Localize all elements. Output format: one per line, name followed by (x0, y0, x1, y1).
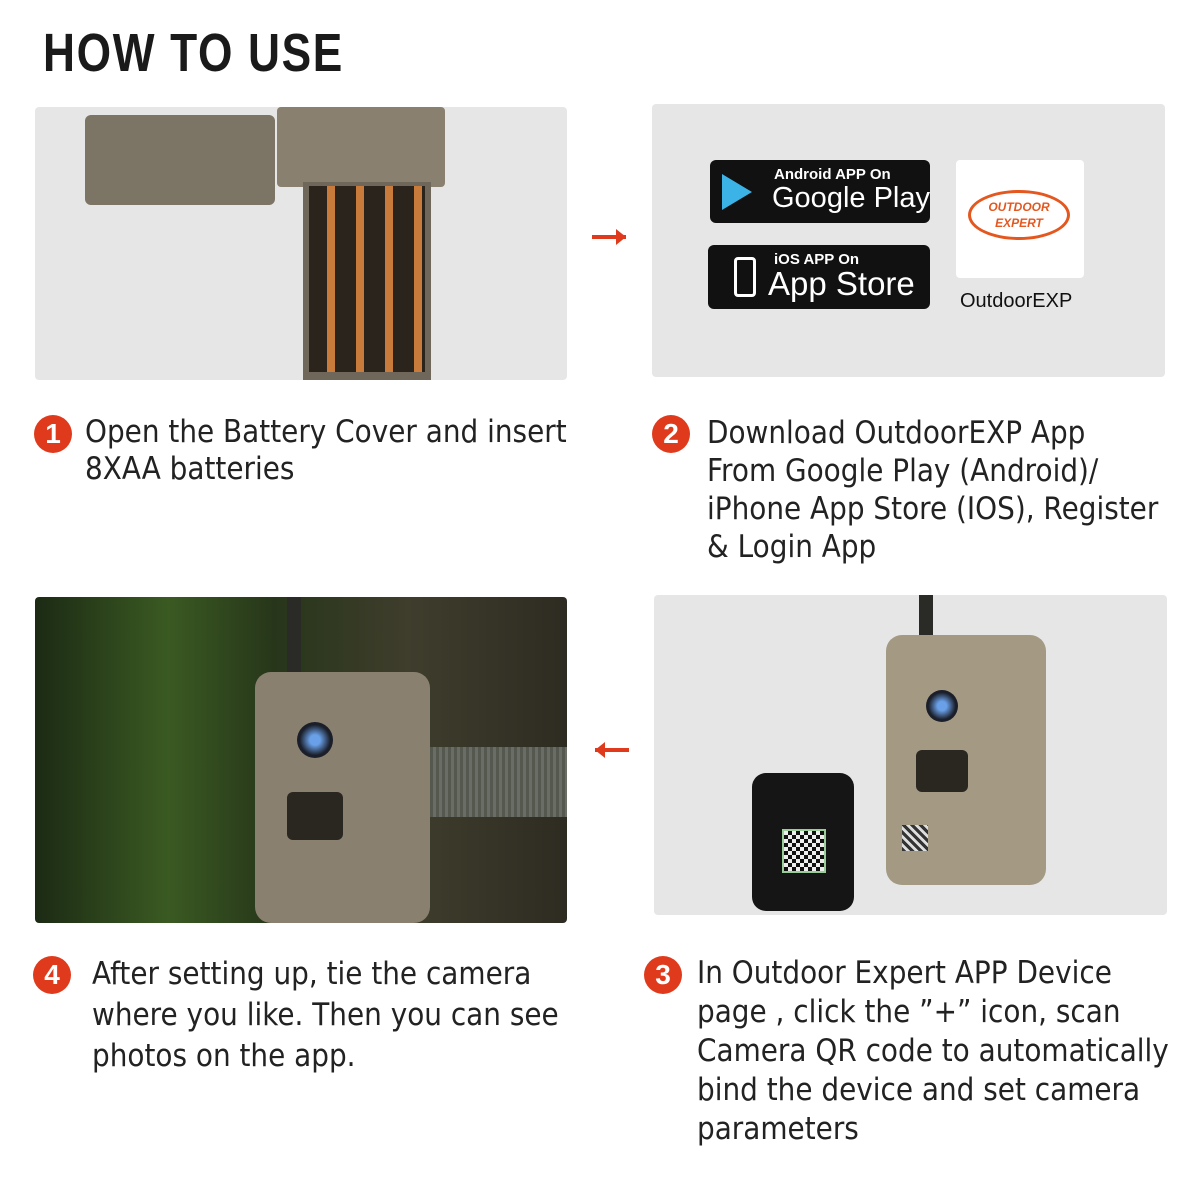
app-store-badge[interactable]: iOS APP On App Store (708, 245, 930, 309)
battery-tray (303, 182, 431, 380)
antenna (919, 595, 933, 645)
antenna (287, 597, 301, 677)
strap (415, 747, 567, 817)
pir-sensor (916, 750, 968, 792)
trail-camera (255, 672, 430, 923)
battery-image-panel (35, 107, 567, 380)
camera-lens-icon (926, 690, 958, 722)
camera-on-tree-panel (35, 597, 567, 923)
camera-cover (85, 115, 275, 205)
step-3-number: 3 (644, 956, 682, 994)
google-play-badge[interactable]: Android APP On Google Play (710, 160, 930, 223)
qr-code-icon (782, 829, 826, 873)
step-4-number: 4 (33, 956, 71, 994)
step-1-number: 1 (34, 415, 72, 453)
page-title: HOW TO USE (43, 23, 344, 83)
step-2-number: 2 (652, 415, 690, 453)
google-play-icon (722, 174, 752, 210)
camera-body (277, 107, 445, 187)
app-name: OutdoorEXP (960, 290, 1073, 312)
qr-label (902, 825, 928, 851)
app-download-panel: Android APP On Google Play iOS APP On Ap… (652, 104, 1165, 377)
smartphone (752, 773, 854, 911)
pir-sensor (287, 792, 343, 840)
camera-lens-icon (297, 722, 333, 758)
trail-camera (886, 635, 1046, 885)
arrow-right-icon (592, 229, 626, 245)
arrow-left-icon (595, 742, 629, 758)
scan-qr-panel (654, 595, 1167, 915)
phone-icon (734, 257, 756, 297)
